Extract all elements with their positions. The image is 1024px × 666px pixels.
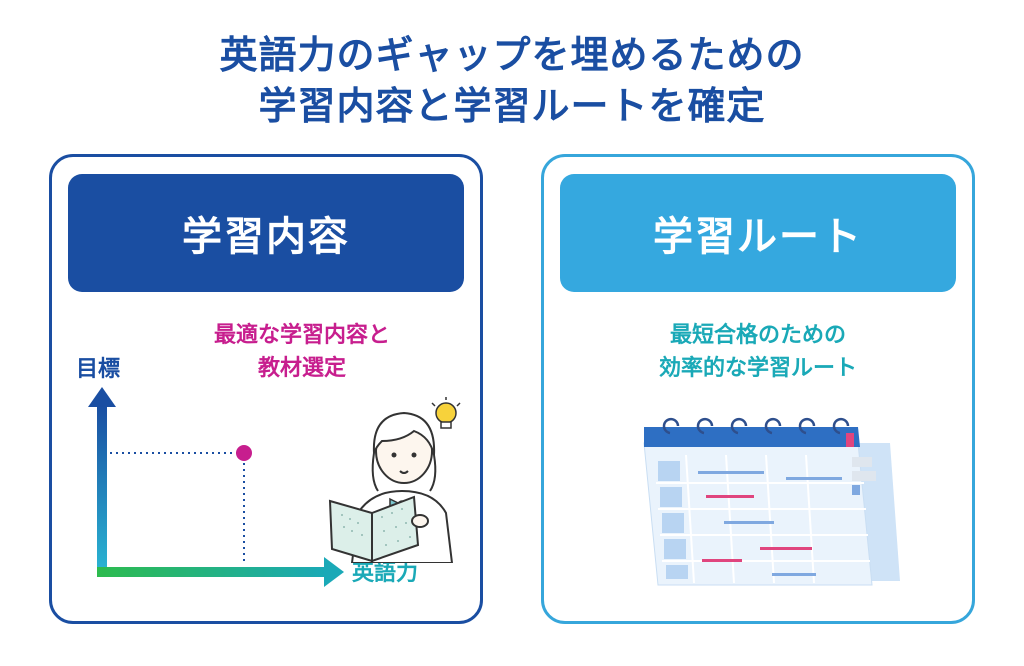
- goal-graph: [88, 387, 344, 587]
- x-axis-arrowhead: [324, 557, 344, 587]
- lightbulb-icon: [431, 397, 461, 429]
- caption-line-1: 最適な学習内容と: [213, 323, 390, 348]
- caption-line-2: 効率的な学習ルート: [658, 356, 857, 381]
- calendar-icon: [643, 417, 900, 586]
- student-reading-illustration: [328, 411, 454, 563]
- page-title: 英語力のギャップを埋めるための 学習内容と学習ルートを確定: [0, 30, 1024, 132]
- title-line-2: 学習内容と学習ルートを確定: [258, 84, 766, 128]
- learning-route-card: 学習ルート 最短合格のための 効率的な学習ルート: [541, 154, 975, 624]
- x-axis-label: 英語力: [352, 561, 419, 586]
- learning-content-card: 学習内容 最適な学習内容と 教材選定 目標 英語力: [49, 154, 483, 624]
- learning-content-caption: 最適な学習内容と 教材選定: [182, 319, 422, 385]
- y-axis-label: 目標: [76, 357, 121, 382]
- title-line-1: 英語力のギャップを埋めるための: [219, 33, 805, 77]
- caption-line-2: 教材選定: [257, 356, 346, 381]
- y-axis: [97, 405, 107, 577]
- caption-line-1: 最短合格のための: [669, 323, 846, 348]
- x-axis: [97, 567, 327, 577]
- y-axis-arrowhead: [88, 387, 116, 407]
- learning-route-header: 学習ルート: [560, 174, 956, 292]
- target-point: [236, 445, 252, 461]
- learning-route-caption: 最短合格のための 効率的な学習ルート: [544, 319, 972, 385]
- learning-content-header: 学習内容: [68, 174, 464, 292]
